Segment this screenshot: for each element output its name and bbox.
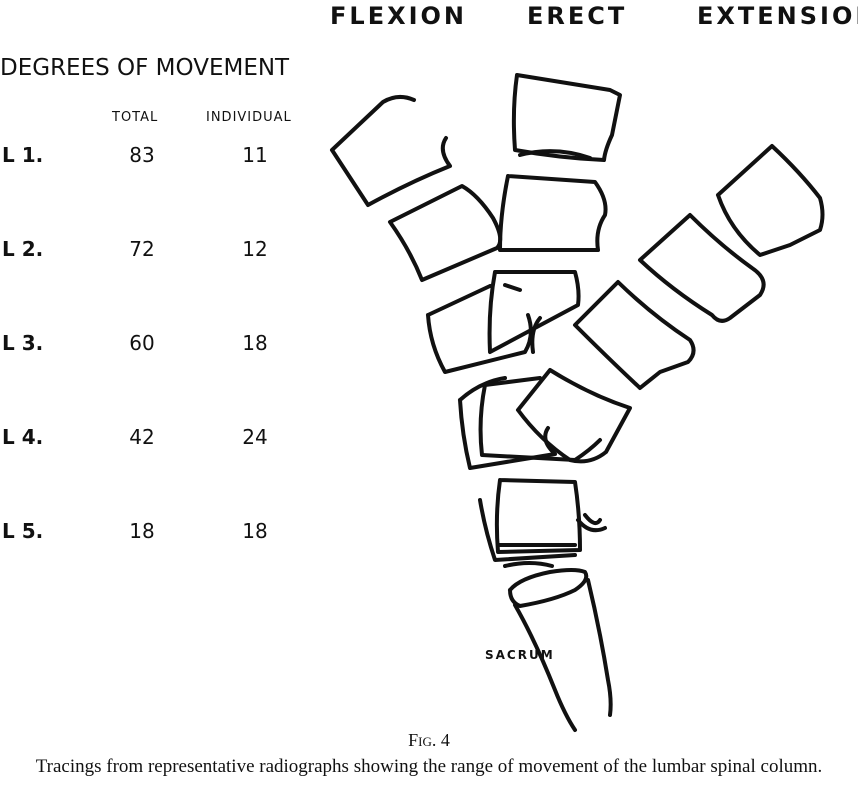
erect-l2: [500, 176, 606, 250]
erect-l1: [514, 75, 620, 160]
figure-number: Fig. 4: [0, 730, 858, 751]
flexion-l3: [428, 286, 531, 372]
sacrum-label: SACRUM: [485, 648, 555, 662]
erect-l5: [497, 480, 580, 552]
sacrum-top: [510, 570, 586, 606]
extension-l2: [640, 215, 764, 321]
extension-l1: [718, 146, 823, 255]
sacrum-right: [588, 580, 611, 715]
extension-l3: [575, 282, 694, 388]
extension-tracing: [518, 146, 823, 530]
sacrum-tracing: [505, 563, 611, 730]
sacrum-left: [515, 605, 575, 730]
extension-l4: [518, 370, 630, 461]
flexion-l2: [390, 186, 500, 280]
erect-l5-inner: [498, 515, 600, 545]
flexion-tracing: [332, 97, 575, 560]
figure-caption: Tracings from representative radiographs…: [0, 756, 858, 778]
flexion-l1: [332, 97, 450, 205]
sacrum-cap: [505, 563, 552, 566]
erect-tracing: [481, 75, 620, 552]
